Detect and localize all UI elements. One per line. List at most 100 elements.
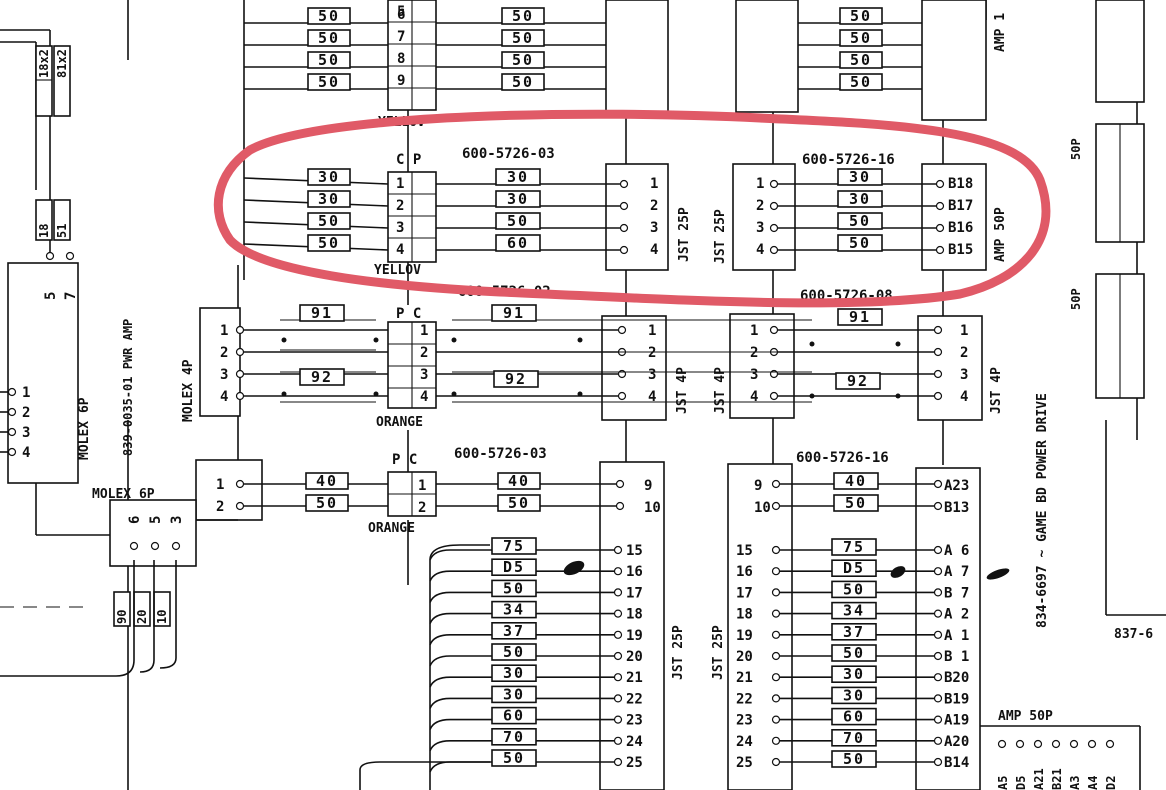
low-amp-circle-3 <box>933 609 943 618</box>
pc-code-top: 91 <box>311 304 333 322</box>
low-jst-circle-4 <box>613 630 623 639</box>
pc-jst-circle-0 <box>617 325 627 335</box>
low-amp-pin-3: A 2 <box>944 607 969 623</box>
amp-bottom-circle-1 <box>1015 739 1025 749</box>
top-code-mid-2: 50 <box>512 51 534 69</box>
label-jst25p-b: JST 25P <box>713 209 728 264</box>
low-jst-circle-10 <box>613 757 623 767</box>
low-code-right-10-box <box>831 750 877 768</box>
pc-jst-circle-3 <box>617 391 627 401</box>
label-pwr-amp-1: 839-0035-01 PWR AMP <box>121 319 135 456</box>
pc2-code-mid-0: 40 <box>508 472 530 490</box>
low-jstb-pin-4: 19 <box>736 628 753 644</box>
label-ref-837: 837-6 <box>1114 627 1153 642</box>
cp-code-right-3-box <box>837 234 883 252</box>
pc-jst-pin-2: 3 <box>648 367 656 383</box>
label-molex6p-a: MOLEX 6P <box>92 487 155 502</box>
low-code-mid-5: 50 <box>503 643 525 661</box>
low-amp-circle-4 <box>933 630 943 639</box>
top-code-right-1-box <box>839 51 883 69</box>
pc2-pin-1: 1 <box>418 478 426 494</box>
top-code-left-3-box <box>307 73 351 91</box>
cp-jstb-circle-0 <box>769 179 779 189</box>
cp-code-right-0: 30 <box>849 168 871 186</box>
pc2-code-right-1-box <box>833 494 879 512</box>
pc2-code-right-0-box <box>833 472 879 490</box>
low-jstb-circle-9 <box>771 736 781 745</box>
pc2-molex-pin-1: 2 <box>216 499 224 515</box>
pc-code-mid-bot-box <box>493 370 539 388</box>
pc-code-right-bot-box <box>835 372 881 390</box>
pc-jst4-pin-3: 4 <box>960 389 968 405</box>
cp-code-left-2-box <box>307 212 351 230</box>
cp-amp-pin-3: B15 <box>948 242 973 258</box>
low-code-right-1: D5 <box>843 559 865 577</box>
pc-code-right-bot: 92 <box>847 372 869 390</box>
low-jstb-circle-4 <box>771 630 781 639</box>
label-molex6p-b: MOLEX 6P <box>77 397 92 460</box>
molex6p-circle-1 <box>150 541 160 551</box>
low-jst-pin-7: 22 <box>626 691 643 707</box>
low-code-right-2: 50 <box>843 580 865 598</box>
pc2-molex-pin-0: 1 <box>216 477 224 493</box>
pc-molex-pin-3: 4 <box>220 389 228 405</box>
low-jst-circle-3 <box>613 609 623 618</box>
cp-jstb-circle-3 <box>769 245 779 255</box>
low-amp-circle-10 <box>933 757 943 767</box>
cp-amp-pin-2: B16 <box>948 220 973 236</box>
low-code-mid-1-box <box>491 558 537 577</box>
low-jstb-circle-8 <box>771 715 781 724</box>
cp-jstb-circle-1 <box>769 201 779 211</box>
cp-jstb-pin-1: 2 <box>756 198 764 214</box>
low-amp-pin-1: A 7 <box>944 564 969 580</box>
cp-amp-pin-0: B18 <box>948 176 973 192</box>
label-jst25p-c: JST 25P <box>671 625 686 680</box>
cp-jst-pin-1: 2 <box>650 198 658 214</box>
low-jst-circle-7 <box>613 694 623 703</box>
pc-code-bot: 92 <box>311 368 333 386</box>
top-pin-8: 8 <box>397 51 405 67</box>
pc-pin-3: 3 <box>420 367 428 383</box>
low-code-mid-3-box <box>491 600 537 619</box>
low-code-right-2-box <box>831 580 877 599</box>
top-code-left-0-box <box>307 7 351 25</box>
pc-code-mid-bot: 92 <box>505 370 527 388</box>
top-code-left-0: 50 <box>318 7 340 25</box>
pc2-molex-circle-1 <box>235 501 245 511</box>
pc-code-right-top-box <box>837 308 883 326</box>
low-code-mid-6: 30 <box>503 664 525 682</box>
pc-block: 600-5726-02 600-5726-08 P C ORANGE JST 4… <box>121 284 1004 456</box>
amp-bottom-circle-6 <box>1105 739 1115 749</box>
low-jst-pin-3: 18 <box>626 607 643 623</box>
low-code-right-5-box <box>831 644 877 662</box>
cp-code-right-1: 30 <box>849 190 871 208</box>
pc-jst-pin-3: 4 <box>648 389 656 405</box>
top-code-left-2: 50 <box>318 51 340 69</box>
amp-bottom-pin-6: D2 <box>1104 776 1118 790</box>
low-code-right-0: 75 <box>843 538 865 556</box>
top-code-left-1: 50 <box>318 29 340 47</box>
label-jst25p-d: JST 25P <box>711 625 726 680</box>
pc2-jst-pin-1: 10 <box>644 500 661 516</box>
low-code-mid-5-box <box>491 643 537 661</box>
ink-mark-1 <box>563 560 585 576</box>
cp-jst-pin-2: 3 <box>650 220 658 236</box>
cp-code-right-2-box <box>837 212 883 230</box>
low-jst-pin-5: 20 <box>626 649 643 665</box>
low-jstb-pin-0: 15 <box>736 543 753 559</box>
pc-molex-circle-3 <box>235 391 245 401</box>
low-jstb-circle-6 <box>771 673 781 682</box>
amp-bottom-pin-0: A5 <box>996 776 1010 790</box>
label-right-50p-a: 50P <box>1069 138 1083 160</box>
cp-code-mid-0-box <box>495 168 541 186</box>
low-amp-pin-6: B20 <box>944 670 969 686</box>
pc-molex-circle-2 <box>235 369 245 379</box>
left-pin-circle-1 <box>7 407 17 417</box>
low-code-right-6: 30 <box>843 665 865 683</box>
cp-code-mid-2: 50 <box>507 212 529 230</box>
pc2-block: 600-5726-03 600-5726-16 P C ORANGE JST 2… <box>195 446 981 790</box>
cp-jst-circle-2 <box>619 223 629 233</box>
side-code-51: 51 <box>55 224 69 238</box>
pc-jst-pin-1: 2 <box>648 345 656 361</box>
cp-jstb-pin-3: 4 <box>756 242 764 258</box>
